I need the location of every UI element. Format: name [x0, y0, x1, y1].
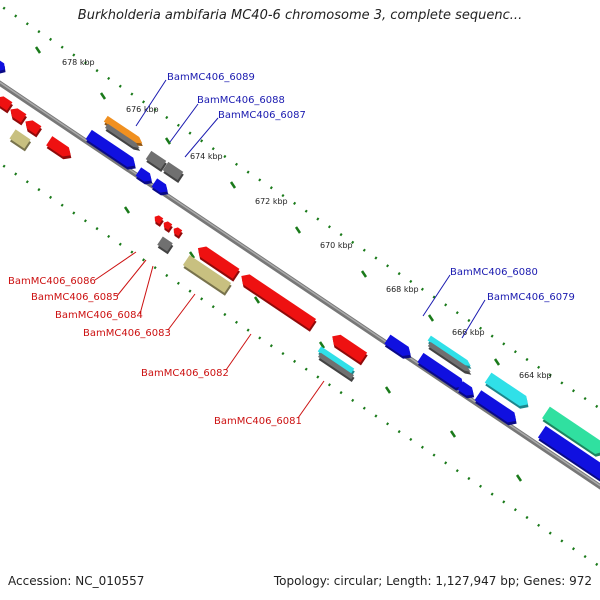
reverse-gene-arrow — [154, 215, 164, 227]
cyan-feature-arrow — [484, 372, 529, 409]
gene-label: BamMC406_6081 — [214, 416, 302, 427]
tick-mark — [34, 46, 42, 54]
backbone-highlight — [0, 81, 600, 487]
reverse-gene-arrow — [241, 274, 317, 332]
tick-mark — [164, 137, 172, 145]
olive-feature-arrow — [9, 129, 32, 152]
tick-label: 676 kbp — [126, 105, 159, 114]
tick-mark — [384, 386, 392, 394]
forward-gene-arrow — [417, 352, 465, 391]
tick-mark — [253, 296, 261, 304]
tick-mark — [493, 358, 501, 366]
reverse-gene-arrow — [197, 246, 240, 282]
reverse-gene-arrow — [163, 221, 173, 233]
tick-guides — [0, 3, 600, 569]
reverse-gene-arrow — [25, 120, 42, 138]
tick-label: 666 kbp — [452, 328, 485, 337]
tick-mark — [449, 430, 457, 438]
tick-label: 678 kbp — [62, 58, 95, 67]
forward-gene-arrow — [151, 178, 169, 196]
grey-feature-arrow — [162, 161, 184, 183]
forward-gene-arrow — [457, 381, 475, 399]
grey-feature-arrow — [145, 150, 167, 172]
gene-label: BamMC406_6084 — [55, 310, 143, 321]
gene-label: BamMC406_6080 — [450, 267, 538, 278]
orange-feature-arrow — [103, 115, 143, 147]
forward-gene-arrow — [85, 129, 136, 170]
forward-gene-arrow — [135, 167, 153, 185]
tick-label: 664 kbp — [519, 371, 552, 380]
tick-guide-line — [0, 161, 600, 569]
tick-label: 674 kbp — [190, 152, 223, 161]
tick-mark — [294, 226, 302, 234]
gene-label: BamMC406_6088 — [197, 95, 285, 106]
grey-feature-arrow — [427, 341, 472, 375]
forward-gene-arrow — [474, 390, 517, 426]
tick-mark — [515, 474, 523, 482]
gene-label: BamMC406_6082 — [141, 368, 229, 379]
tick-label: 670 kbp — [320, 241, 353, 250]
gene-label: BamMC406_6086 — [8, 276, 96, 287]
olive-feature-arrow — [182, 255, 232, 296]
tick-mark — [188, 251, 196, 259]
tick-mark — [427, 314, 435, 322]
reverse-gene-arrow — [46, 136, 72, 160]
forward-gene-arrow — [537, 425, 600, 482]
tick-mark — [318, 341, 326, 349]
gene-label: BamMC406_6079 — [487, 292, 575, 303]
grey-feature-arrow — [105, 123, 141, 151]
reverse-gene-arrow — [0, 96, 13, 114]
tick-labels: 678 kbp 676 kbp 674 kbp 672 kbp 670 kbp … — [62, 58, 552, 380]
reverse-gene-arrow — [173, 227, 183, 239]
cyan-feature-arrow — [427, 335, 472, 369]
gene-label: BamMC406_6089 — [167, 72, 255, 83]
reverse-gene-arrow — [332, 334, 368, 366]
reverse-gene-arrow — [10, 108, 27, 126]
tick-mark — [99, 92, 107, 100]
label-leaders — [94, 79, 486, 419]
forward-gene-arrow — [384, 334, 412, 359]
gene-features — [0, 58, 600, 482]
teal-feature-arrow — [542, 406, 600, 457]
grey-feature-arrow — [318, 352, 355, 383]
tick-label: 668 kbp — [386, 285, 419, 294]
gene-labels: BamMC406_6089 BamMC406_6088 BamMC406_608… — [8, 72, 575, 427]
gene-label: BamMC406_6087 — [218, 110, 306, 121]
gene-label: BamMC406_6085 — [31, 292, 119, 303]
tick-mark — [123, 206, 131, 214]
map-title: Burkholderia ambifaria MC40-6 chromosome… — [77, 8, 523, 23]
tick-label: 672 kbp — [255, 197, 288, 206]
forward-gene-arrow — [0, 58, 6, 74]
gene-label: BamMC406_6083 — [83, 328, 171, 339]
grey-feature-arrow — [157, 236, 174, 255]
tick-mark — [229, 181, 237, 189]
tick-mark — [360, 270, 368, 278]
genome-summary-text: Topology: circular; Length: 1,127,947 bp… — [273, 574, 592, 588]
accession-text: Accession: NC_010557 — [8, 574, 145, 588]
